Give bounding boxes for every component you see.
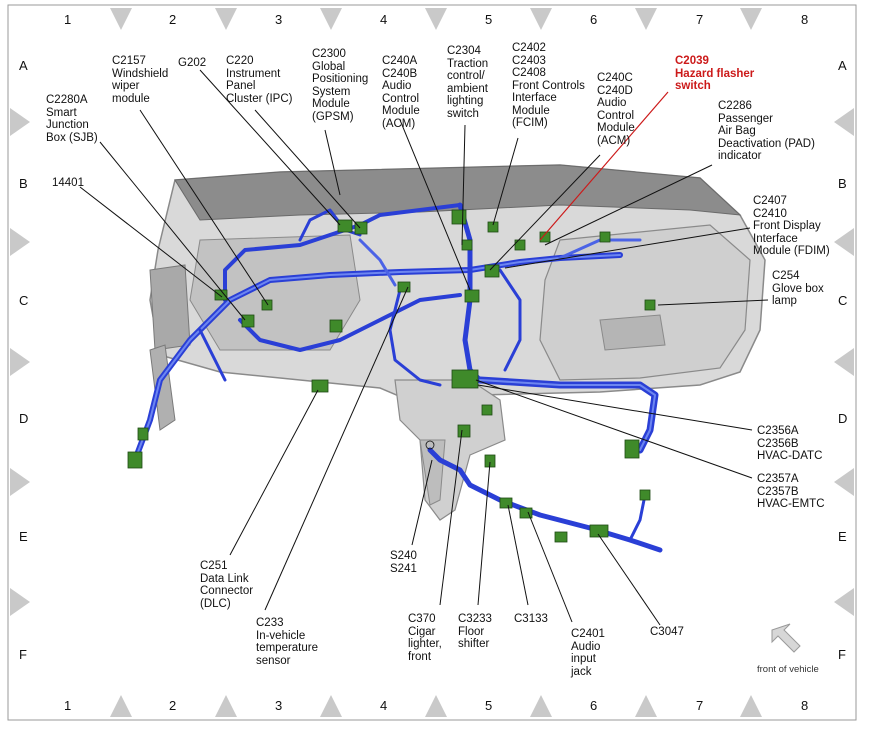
connectors: [127, 209, 656, 543]
instrument-panel-illustration: [149, 164, 766, 521]
grid-markers: [10, 8, 854, 717]
grid-col-top: 1: [64, 12, 72, 27]
grid-col-bottom: 6: [590, 698, 598, 713]
grid-col-bottom: 7: [696, 698, 704, 713]
label-c2357-emtc: C2357A C2357B HVAC-EMTC: [757, 473, 825, 510]
grid-col-top: 5: [485, 12, 493, 27]
grid-row-right: E: [838, 529, 847, 544]
label-c2280a-sjb: C2280A Smart Junction Box (SJB): [46, 94, 98, 144]
label-c2402-fcim: C2402 C2403 C2408 Front Controls Interfa…: [512, 42, 585, 129]
grid-row-left: C: [19, 293, 29, 308]
grid-row-right: B: [838, 176, 847, 191]
label-c370-lighter: C370 Cigar lighter, front: [408, 613, 442, 663]
label-c2407-fdim: C2407 C2410 Front Display Interface Modu…: [753, 195, 830, 257]
label-c233-temp: C233 In-vehicle temperature sensor: [256, 617, 319, 667]
label-c220-ipc: C220 Instrument Panel Cluster (IPC): [226, 55, 293, 105]
grid-row-right: F: [838, 647, 846, 662]
leader-lines: [79, 69, 769, 626]
label-c3047: C3047: [650, 626, 684, 638]
grid-col-top: 3: [275, 12, 283, 27]
grid-col-bottom: 5: [485, 698, 493, 713]
grid-row-left: F: [19, 647, 27, 662]
grid-row-left: D: [19, 411, 29, 426]
label-c254-glovebox: C254 Glove box lamp: [772, 270, 824, 307]
grid-row-left: A: [19, 58, 28, 73]
label-g202: G202: [178, 57, 207, 69]
label-s240-s241: S240 S241: [390, 550, 417, 575]
label-c251-dlc: C251 Data Link Connector (DLC): [200, 560, 254, 610]
grid-col-top: 2: [169, 12, 177, 27]
grid-col-top: 6: [590, 12, 598, 27]
front-of-vehicle-arrow-icon: [771, 623, 801, 653]
hazard-leader-line: [539, 91, 669, 241]
label-c2401-audio-jack: C2401 Audio input jack: [571, 628, 605, 678]
grid-col-bottom: 1: [64, 698, 72, 713]
splice-symbol: [425, 440, 435, 450]
label-c2300-gpsm: C2300 Global Positioning System Module (…: [312, 48, 369, 123]
grid-col-top: 8: [801, 12, 809, 27]
grid-col-bottom: 4: [380, 698, 388, 713]
grid-col-bottom: 3: [275, 698, 283, 713]
label-c2039-hazard: C2039 Hazard flasher switch: [675, 55, 755, 92]
label-c240ab-acm: C240A C240B Audio Control Module (ACM): [382, 55, 420, 130]
grid-row-left: B: [19, 176, 28, 191]
label-c2304-traction: C2304 Traction control/ ambient lighting…: [447, 45, 489, 120]
label-c2157-wiper: C2157 Windshield wiper module: [112, 55, 169, 105]
grid-col-bottom: 2: [169, 698, 177, 713]
grid-col-bottom: 8: [801, 698, 809, 713]
grid-col-top: 4: [380, 12, 388, 27]
label-c240cd-acm: C240C C240D Audio Control Module (ACM): [597, 72, 635, 147]
label-14401: 14401: [52, 177, 84, 189]
label-front-of-vehicle: front of vehicle: [757, 664, 819, 675]
label-c2286-pad: C2286 Passenger Air Bag Deactivation (PA…: [718, 100, 815, 162]
label-c3133: C3133: [514, 613, 548, 625]
grid-row-left: E: [19, 529, 28, 544]
label-c2356-datc: C2356A C2356B HVAC-DATC: [757, 425, 823, 462]
grid-row-right: D: [838, 411, 848, 426]
grid-col-top: 7: [696, 12, 704, 27]
label-c3233-shifter: C3233 Floor shifter: [458, 613, 492, 650]
grid-row-right: C: [838, 293, 848, 308]
grid-row-right: A: [838, 58, 847, 73]
